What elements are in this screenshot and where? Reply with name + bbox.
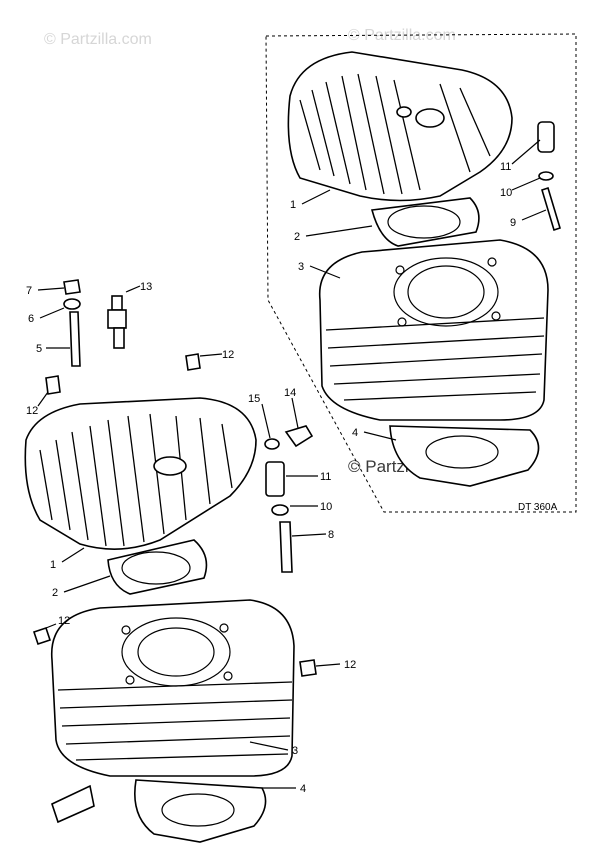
upper-small-parts bbox=[537, 121, 561, 232]
lower-cylinder-head bbox=[24, 397, 257, 550]
label-upper-9: 9 bbox=[510, 217, 516, 229]
label-upper-11: 11 bbox=[500, 161, 511, 173]
lower-base-gasket bbox=[134, 779, 267, 843]
label-upper-1: 1 bbox=[290, 199, 296, 211]
upper-base-gasket bbox=[389, 425, 540, 487]
label-lower-8: 8 bbox=[328, 529, 334, 541]
upper-head-gasket bbox=[370, 197, 480, 247]
label-lower-15: 15 bbox=[248, 393, 260, 405]
upper-cylinder-head bbox=[287, 51, 513, 202]
lower-small-parts-left bbox=[45, 279, 81, 395]
label-lower-12-mid: 12 bbox=[222, 349, 234, 361]
label-lower-3: 3 bbox=[292, 745, 298, 757]
lower-head-gasket bbox=[107, 539, 208, 595]
label-upper-2: 2 bbox=[294, 231, 300, 243]
diagram-code: DT 360A bbox=[518, 502, 558, 513]
label-lower-7: 7 bbox=[26, 285, 32, 297]
watermark-top-right: © Partzilla.com bbox=[348, 27, 456, 44]
lower-cylinder bbox=[50, 599, 295, 777]
lower-nuts bbox=[32, 626, 317, 677]
label-lower-6: 6 bbox=[28, 313, 34, 325]
label-upper-3: 3 bbox=[298, 261, 304, 273]
label-lower-4: 4 bbox=[300, 783, 306, 795]
fwd-arrow-icon bbox=[51, 784, 95, 824]
label-lower-5: 5 bbox=[36, 343, 42, 355]
upper-cylinder bbox=[318, 239, 549, 421]
label-upper-4: 4 bbox=[352, 427, 358, 439]
label-lower-1: 1 bbox=[50, 559, 56, 571]
lower-mid-small-parts bbox=[185, 353, 314, 573]
label-upper-10: 10 bbox=[500, 187, 512, 199]
alternate-assembly-box bbox=[265, 33, 577, 513]
label-lower-10: 10 bbox=[320, 501, 332, 513]
label-lower-12-b: 12 bbox=[344, 659, 356, 671]
lower-spark-plug bbox=[107, 295, 127, 349]
label-lower-2: 2 bbox=[52, 587, 58, 599]
label-lower-14: 14 bbox=[284, 387, 296, 399]
watermark-top-left: © Partzilla.com bbox=[44, 31, 152, 48]
label-lower-12-left: 12 bbox=[26, 405, 38, 417]
label-lower-11: 11 bbox=[320, 471, 331, 483]
label-lower-13: 13 bbox=[140, 281, 152, 293]
label-lower-12-a: 12 bbox=[58, 615, 70, 627]
